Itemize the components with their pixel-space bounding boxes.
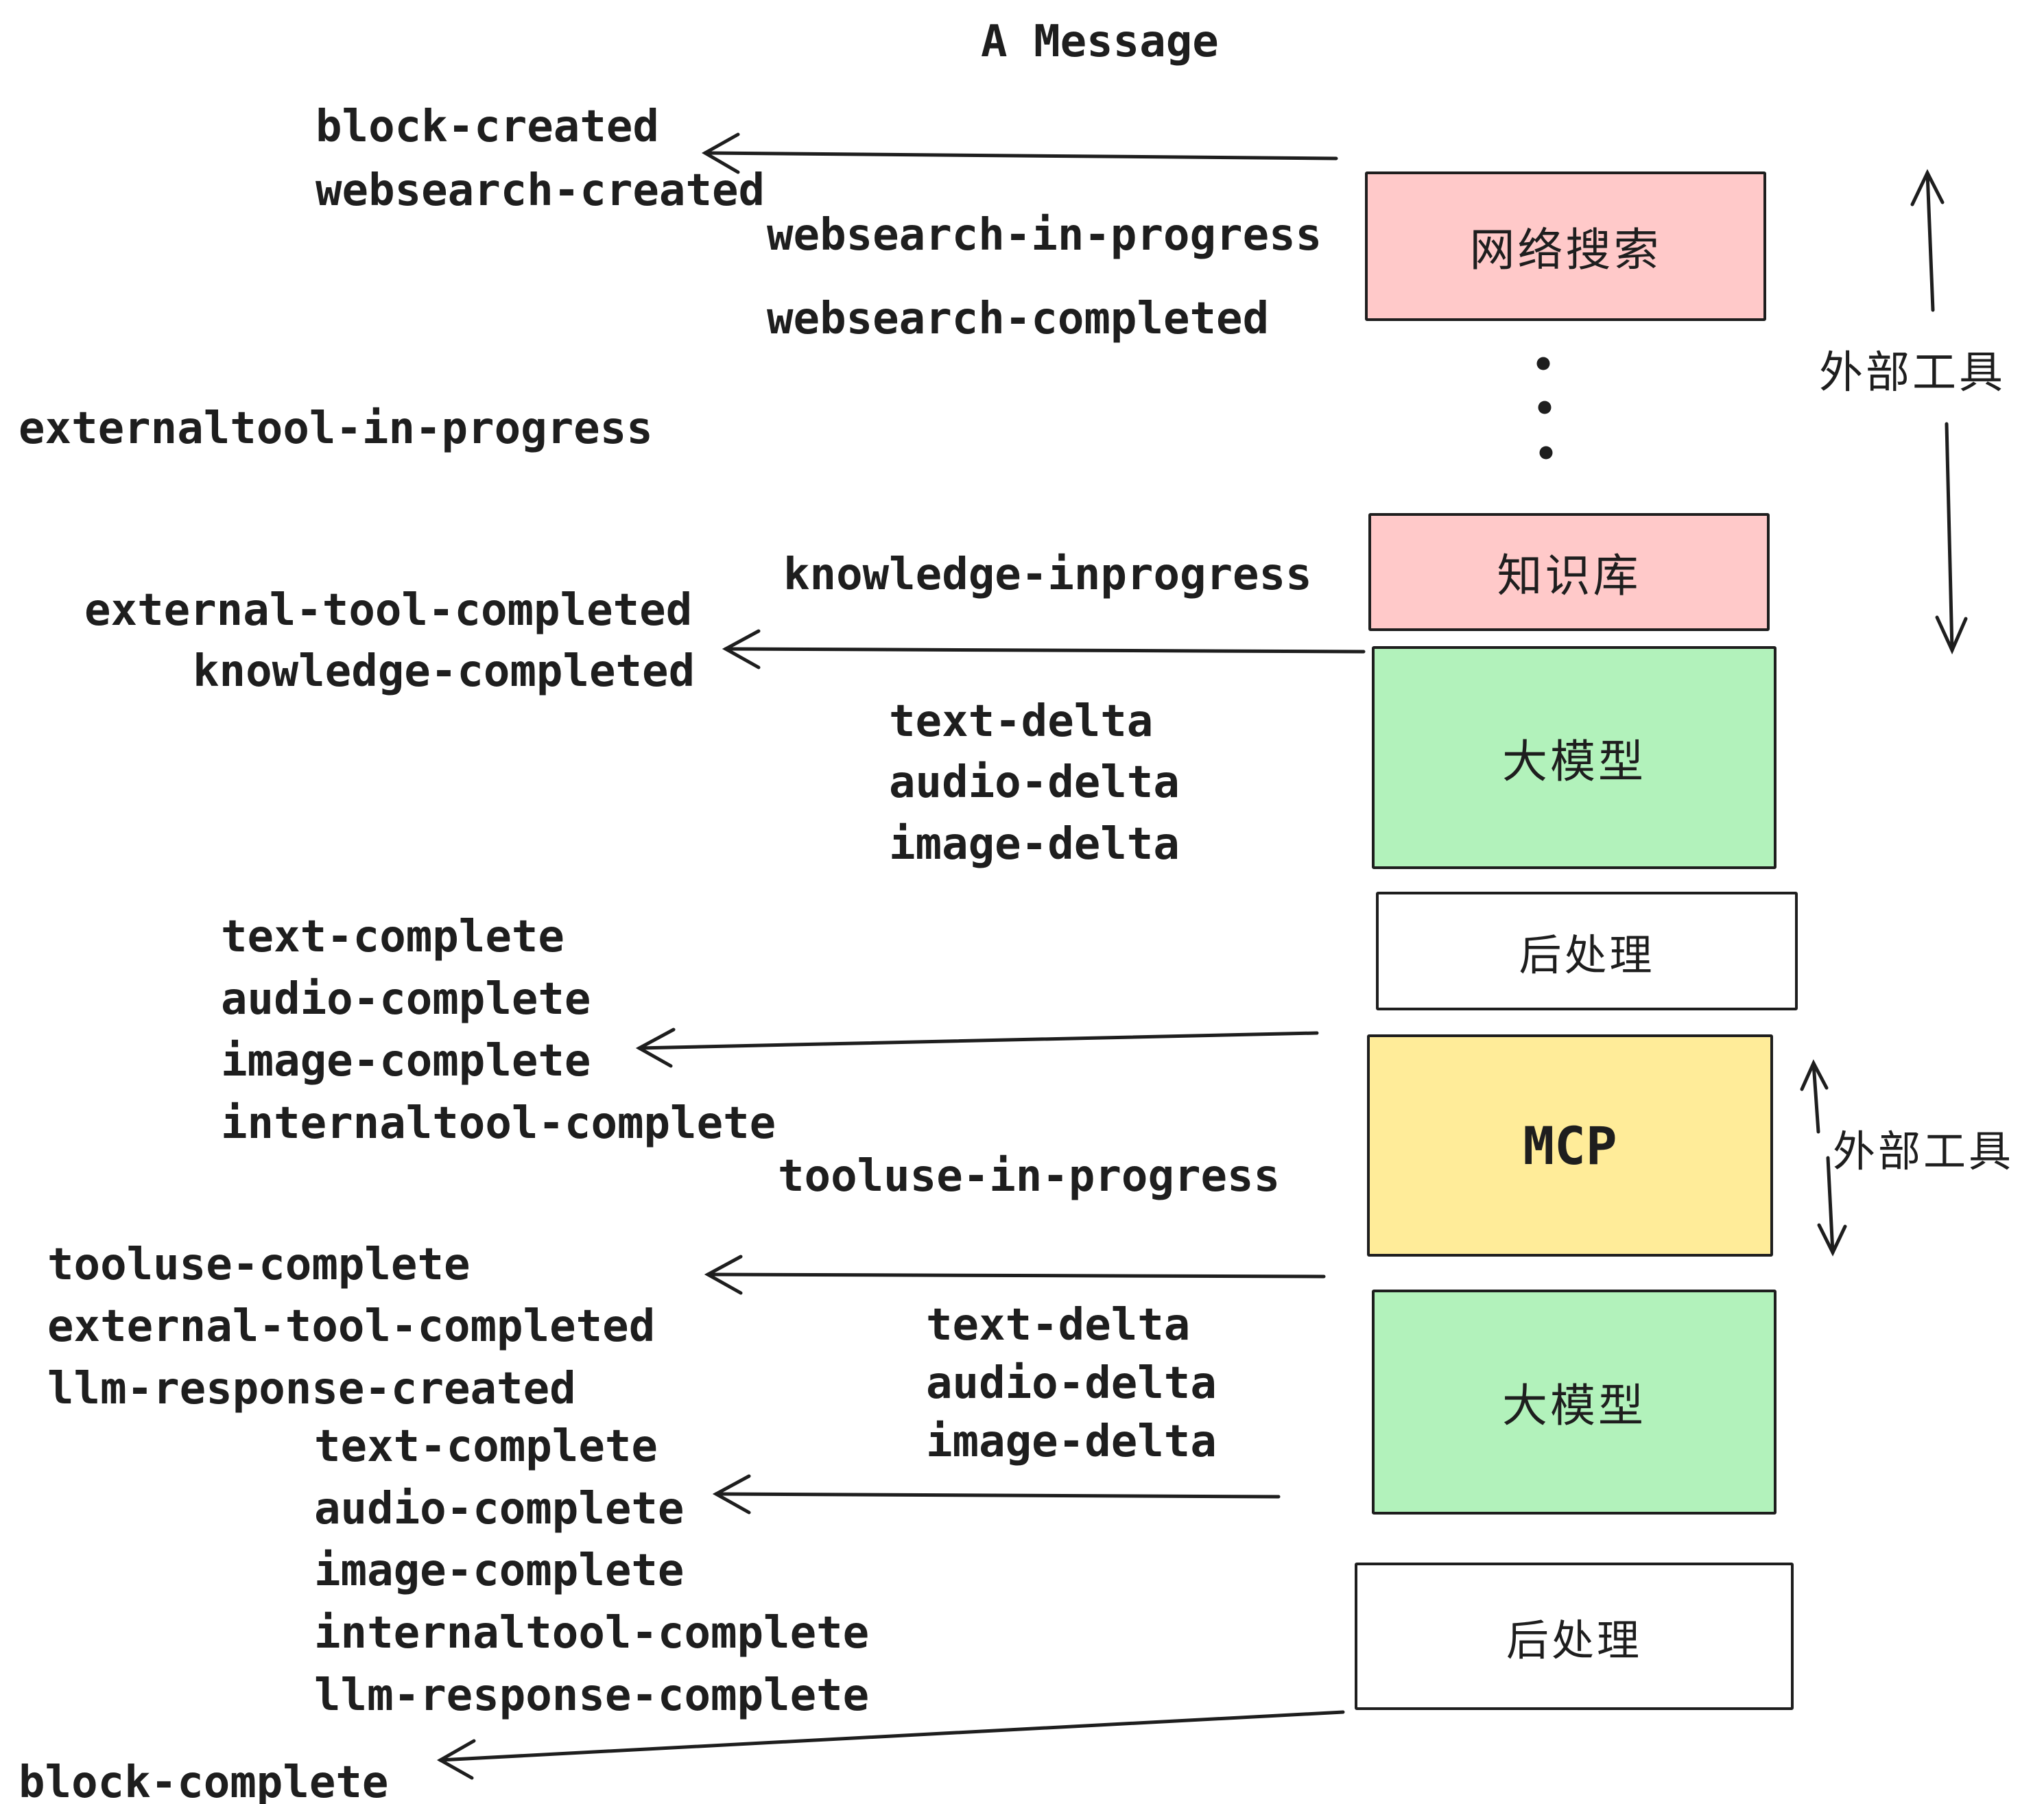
- event-knowledge-completed: knowledge-completed: [193, 646, 696, 697]
- event-audio-delta: audio-delta: [889, 757, 1180, 808]
- event-text-delta-2: text-delta: [926, 1300, 1191, 1351]
- event-websearch-created: websearch-created: [316, 165, 765, 216]
- node-postprocess-1: 后处理: [1376, 892, 1798, 1010]
- diagram-title: A Message: [981, 16, 1219, 67]
- node-knowledge: 知识库: [1368, 513, 1770, 631]
- node-mcp: MCP: [1367, 1034, 1773, 1257]
- node-llm-1-label: 大模型: [1502, 735, 1646, 787]
- event-image-complete-2: image-complete: [314, 1545, 685, 1596]
- node-websearch: 网络搜索: [1365, 171, 1766, 321]
- event-external-tool-completed: external-tool-completed: [84, 585, 693, 636]
- external-tools-mcp-up-arrow: [1800, 1059, 1829, 1134]
- node-mcp-label: MCP: [1523, 1115, 1617, 1176]
- event-text-delta: text-delta: [889, 696, 1154, 747]
- node-postprocess-2: 后处理: [1355, 1563, 1794, 1710]
- event-llm-response-created: llm-response-created: [47, 1364, 576, 1414]
- ellipsis-dots-icon: [1536, 357, 1553, 460]
- arrow-websearch-to-created: [701, 132, 1338, 174]
- event-text-complete-2: text-complete: [314, 1421, 658, 1472]
- event-internaltool-complete-2: internaltool-complete: [314, 1608, 870, 1659]
- arrow-post1-to-complete: [635, 1028, 1319, 1068]
- external-tools-down-arrow: [1935, 422, 1968, 655]
- node-llm-1: 大模型: [1372, 646, 1776, 869]
- arrow-mcp-to-tooluse-complete: [704, 1255, 1326, 1295]
- event-image-delta-2: image-delta: [926, 1416, 1217, 1467]
- arrow-llm2-to-complete: [712, 1474, 1281, 1515]
- event-block-complete: block-complete: [19, 1757, 389, 1804]
- side-label-external-tools-mcp: 外部工具: [1833, 1128, 2015, 1176]
- event-external-tool-completed-2: external-tool-completed: [47, 1301, 656, 1352]
- event-audio-delta-2: audio-delta: [926, 1358, 1217, 1409]
- node-postprocess-2-label: 后处理: [1506, 1617, 1642, 1665]
- event-tooluse-complete: tooluse-complete: [47, 1239, 471, 1290]
- side-label-external-tools-top: 外部工具: [1819, 348, 2006, 397]
- node-websearch-label: 网络搜索: [1469, 224, 1662, 275]
- event-websearch-completed: websearch-completed: [767, 294, 1270, 344]
- event-llm-response-complete: llm-response-complete: [314, 1670, 870, 1721]
- event-knowledge-inprogress: knowledge-inprogress: [783, 549, 1312, 600]
- event-image-delta: image-delta: [889, 819, 1180, 870]
- arrow-post2-to-block-complete: [436, 1710, 1345, 1780]
- node-knowledge-label: 知识库: [1497, 550, 1641, 601]
- event-externaltool-in-progress: externaltool-in-progress: [19, 403, 653, 454]
- node-llm-2-label: 大模型: [1502, 1380, 1646, 1431]
- node-llm-2: 大模型: [1372, 1290, 1776, 1515]
- node-postprocess-1-label: 后处理: [1519, 931, 1655, 980]
- event-text-complete: text-complete: [221, 912, 565, 962]
- event-audio-complete: audio-complete: [221, 974, 591, 1025]
- event-websearch-in-progress: websearch-in-progress: [767, 210, 1322, 261]
- event-image-complete: image-complete: [221, 1036, 591, 1087]
- external-tools-up-arrow: [1910, 169, 1945, 312]
- event-block-created: block-created: [316, 102, 659, 152]
- event-tooluse-in-progress: tooluse-in-progress: [778, 1151, 1281, 1202]
- arrow-knowledge-to-completed: [722, 629, 1366, 669]
- event-internaltool-complete: internaltool-complete: [221, 1098, 776, 1149]
- event-audio-complete-2: audio-complete: [314, 1484, 685, 1534]
